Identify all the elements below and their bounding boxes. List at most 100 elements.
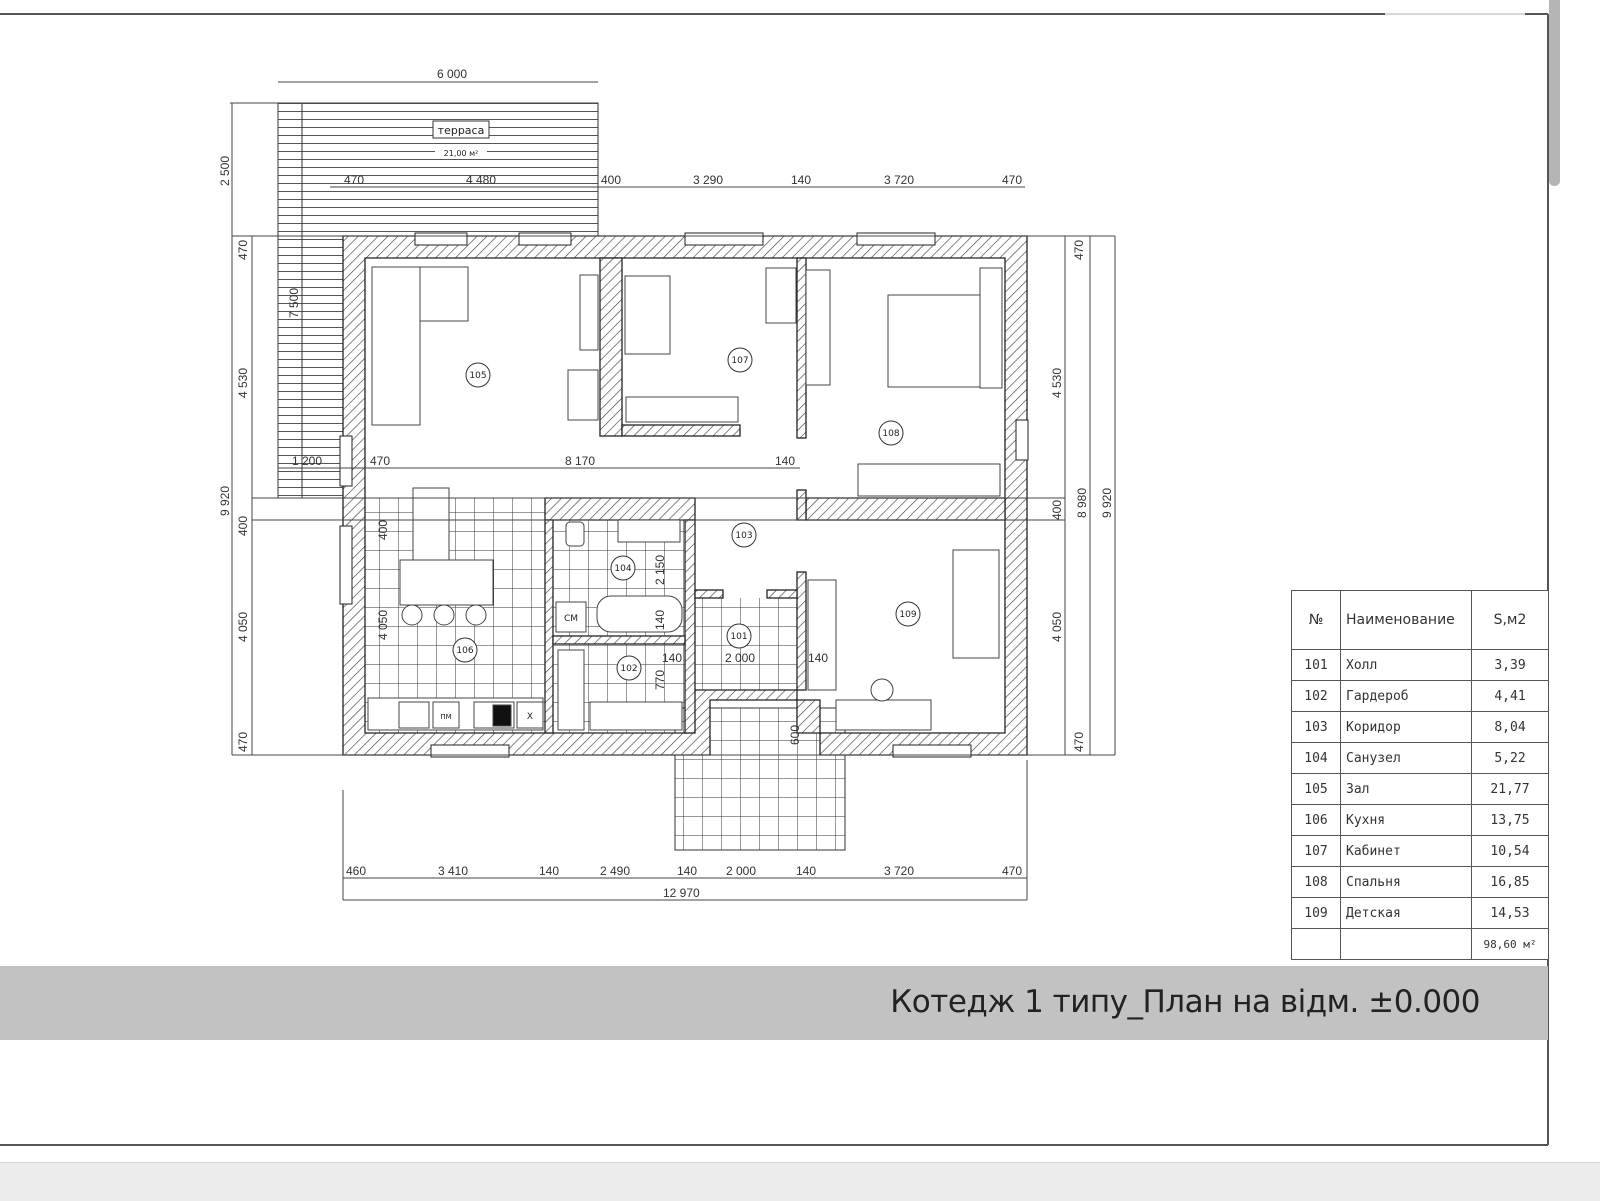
room-number: 107 bbox=[1291, 835, 1341, 867]
dim-interior: 2 000 bbox=[725, 651, 755, 665]
room-number: 105 bbox=[1291, 773, 1341, 805]
furniture bbox=[367, 266, 1003, 731]
room-name: Спальня bbox=[1340, 866, 1472, 898]
room-name: Санузел bbox=[1340, 742, 1472, 774]
viewer-bottom-bar bbox=[0, 1162, 1600, 1201]
room-tag-101: 101 bbox=[730, 632, 747, 642]
dim-bottom: 140 bbox=[677, 864, 697, 878]
room-name: Холл bbox=[1340, 649, 1472, 681]
room-area: 4,41 bbox=[1471, 680, 1549, 712]
dim-left: 4 530 bbox=[236, 368, 250, 398]
dim-interior: 140 bbox=[808, 651, 828, 665]
table-total-row: 98,60 м² bbox=[1291, 928, 1549, 960]
dim-right: 470 bbox=[1072, 240, 1086, 260]
dim-interior: 770 bbox=[653, 670, 667, 690]
room-area: 21,77 bbox=[1471, 773, 1549, 805]
room-area: 10,54 bbox=[1471, 835, 1549, 867]
terrace-area: 21,00 м² bbox=[444, 149, 479, 158]
dim-right: 9 920 bbox=[1100, 488, 1114, 518]
room-tag-103: 103 bbox=[735, 531, 752, 541]
dim-interior: 2 150 bbox=[653, 555, 667, 585]
dim-left: 7 500 bbox=[287, 288, 301, 318]
room-tag-107: 107 bbox=[731, 356, 748, 366]
empty-cell bbox=[1340, 928, 1472, 960]
dim-top: 3 720 bbox=[884, 173, 914, 187]
title-band: Котедж 1 типу_План на відм. ±0.000 bbox=[0, 966, 1548, 1040]
room-tag-102: 102 bbox=[620, 664, 637, 674]
room-name: Кухня bbox=[1340, 804, 1472, 836]
vertical-scrollbar[interactable] bbox=[1549, 0, 1560, 186]
terrace-label: терраса bbox=[438, 124, 485, 137]
dim-inner: 140 bbox=[775, 454, 795, 468]
dim-kitchen: 4 050 bbox=[376, 610, 390, 640]
dim-left: 9 920 bbox=[218, 486, 232, 516]
room-area: 3,39 bbox=[1471, 649, 1549, 681]
total-area: 98,60 м² bbox=[1471, 928, 1549, 960]
dim-bottom: 140 bbox=[796, 864, 816, 878]
dim-bottom: 2 000 bbox=[726, 864, 756, 878]
fridge-label: Х bbox=[527, 712, 533, 722]
terrace: терраса 21,00 м² bbox=[277, 102, 599, 499]
dim-top: 400 bbox=[601, 173, 621, 187]
dim-inner: 470 bbox=[370, 454, 390, 468]
room-area: 14,53 bbox=[1471, 897, 1549, 929]
dim-left: 4 050 bbox=[236, 612, 250, 642]
dim-interior: 600 bbox=[788, 725, 802, 745]
room-tags bbox=[452, 347, 921, 681]
dim-top: 470 bbox=[344, 173, 364, 187]
room-tag-104: 104 bbox=[614, 564, 631, 574]
room-number: 102 bbox=[1291, 680, 1341, 712]
dim-overall-width: 12 970 bbox=[663, 886, 700, 900]
dim-right: 8 980 bbox=[1075, 488, 1089, 518]
dim-bottom: 3 720 bbox=[884, 864, 914, 878]
room-name: Детская bbox=[1340, 897, 1472, 929]
room-name: Зал bbox=[1340, 773, 1472, 805]
washer-label: СМ bbox=[564, 614, 578, 624]
empty-cell bbox=[1291, 928, 1341, 960]
room-name: Гардероб bbox=[1340, 680, 1472, 712]
header-area: S,м2 bbox=[1471, 590, 1549, 650]
room-tag-109: 109 bbox=[899, 610, 916, 620]
dim-bottom: 3 410 bbox=[438, 864, 468, 878]
dim-right: 4 050 bbox=[1050, 612, 1064, 642]
dim-kitchen: 400 bbox=[376, 520, 390, 540]
header-name: Наименование bbox=[1340, 590, 1472, 650]
room-number: 103 bbox=[1291, 711, 1341, 743]
dim-bottom: 460 bbox=[346, 864, 366, 878]
walls bbox=[342, 235, 1028, 756]
dishwasher-label: ПМ bbox=[440, 713, 451, 721]
room-tag-106: 106 bbox=[456, 646, 473, 656]
dim-right: 400 bbox=[1050, 500, 1064, 520]
room-number: 108 bbox=[1291, 866, 1341, 898]
dim-top: 4 480 bbox=[466, 173, 496, 187]
dim-bottom: 2 490 bbox=[600, 864, 630, 878]
dim-bottom: 470 bbox=[1002, 864, 1022, 878]
room-tag-105: 105 bbox=[469, 371, 486, 381]
dim-top: 140 bbox=[791, 173, 811, 187]
dim-interior: 140 bbox=[662, 651, 682, 665]
room-name: Коридор bbox=[1340, 711, 1472, 743]
dim-left: 470 bbox=[236, 732, 250, 752]
dim-left: 400 bbox=[236, 516, 250, 536]
dim-top: 3 290 bbox=[693, 173, 723, 187]
room-area: 8,04 bbox=[1471, 711, 1549, 743]
dim-terrace-width: 6 000 bbox=[437, 67, 467, 81]
dim-inner: 1 200 bbox=[292, 454, 322, 468]
dim-right: 4 530 bbox=[1050, 368, 1064, 398]
dim-bottom: 140 bbox=[539, 864, 559, 878]
dim-left: 2 500 bbox=[218, 156, 232, 186]
table-header-row: № Наименование S,м2 bbox=[1291, 590, 1549, 650]
dim-inner: 8 170 bbox=[565, 454, 595, 468]
room-area: 13,75 bbox=[1471, 804, 1549, 836]
dim-right: 470 bbox=[1072, 732, 1086, 752]
header-number: № bbox=[1291, 590, 1341, 650]
